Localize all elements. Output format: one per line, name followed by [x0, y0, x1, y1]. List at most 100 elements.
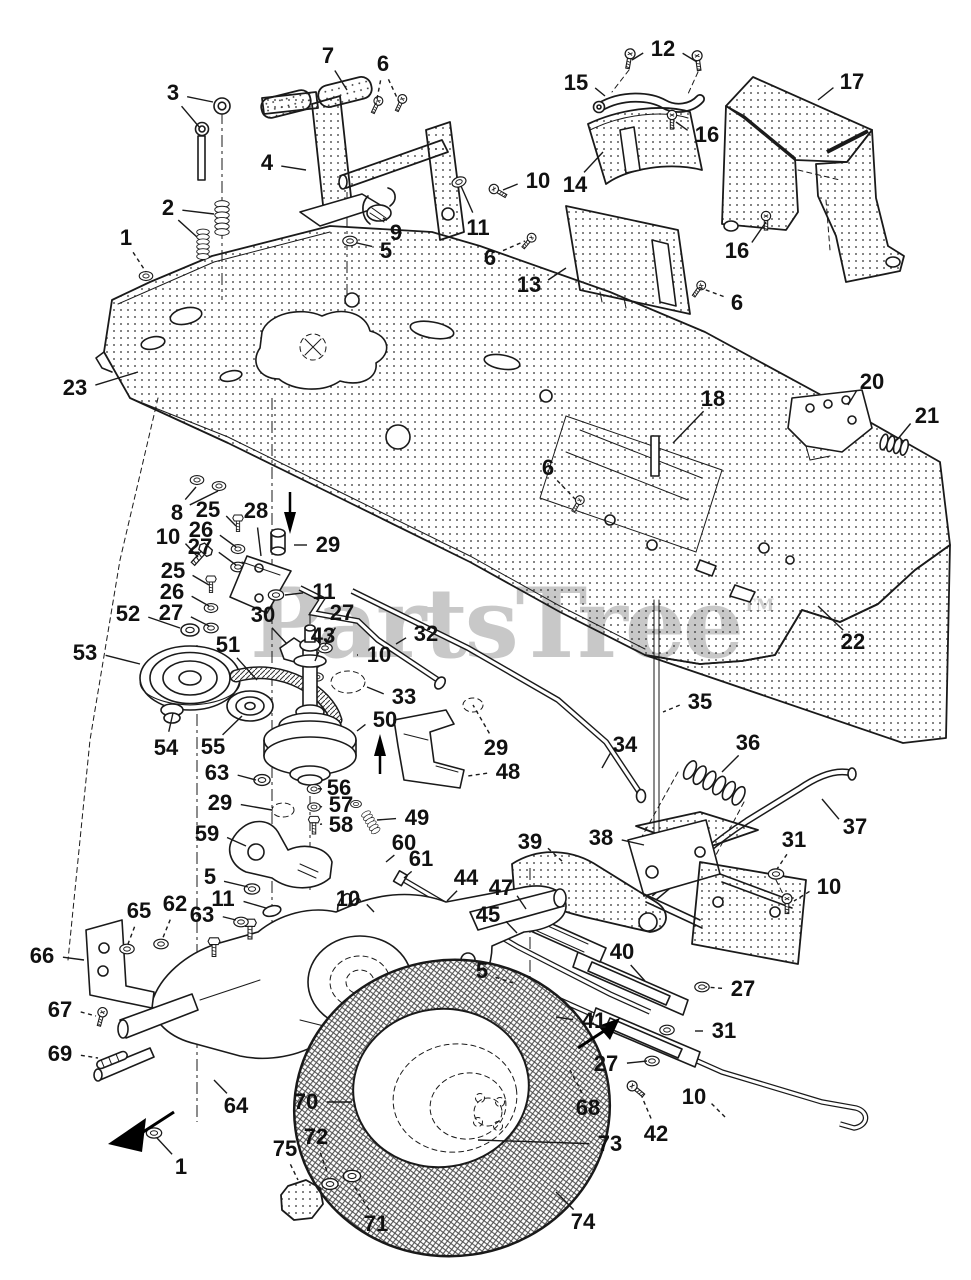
leader-line [356, 242, 373, 248]
callout-label-23: 23 [62, 375, 88, 400]
callout-label-31: 31 [711, 1018, 737, 1043]
leader-line [751, 221, 767, 243]
leader-line [516, 895, 527, 910]
engine-cover [721, 76, 905, 283]
leader-line [184, 486, 197, 501]
down-arrow [284, 512, 296, 534]
callout-label-11: 11 [466, 215, 490, 240]
leader-line [547, 267, 567, 281]
leader-line [631, 52, 644, 61]
callout-label-5: 5 [475, 958, 489, 983]
leader-line [382, 217, 388, 222]
leader-line [626, 1060, 648, 1064]
callout-label-13: 13 [516, 272, 542, 297]
leader-line [324, 627, 337, 646]
callout-label-65: 65 [126, 898, 152, 923]
callout-label-4: 4 [260, 150, 274, 175]
leader-line [776, 853, 788, 870]
callout-label-71: 71 [363, 1211, 389, 1236]
callout-label-27: 27 [593, 1051, 619, 1076]
up-arrow [374, 734, 386, 756]
leader-line [184, 543, 199, 558]
callout-label-28: 28 [243, 498, 269, 523]
callout-label-54: 54 [153, 735, 179, 760]
callout-label-68: 68 [575, 1095, 601, 1120]
belt-guide-bracket [350, 697, 484, 836]
pin [262, 904, 282, 918]
leader-line [621, 839, 645, 846]
callout-label-11: 11 [211, 886, 235, 911]
leader-line [711, 1103, 727, 1119]
roll-pin [96, 1050, 128, 1070]
callout-label-64: 64 [223, 1093, 249, 1118]
callout-label-33: 33 [391, 684, 417, 709]
leader-line [675, 121, 689, 131]
idler-arm [228, 820, 333, 889]
leader-line [721, 754, 740, 773]
lift-lever-assembly [505, 760, 807, 1100]
leader-line [583, 151, 604, 173]
callout-label-5: 5 [379, 238, 393, 263]
callout-label-12: 12 [650, 36, 676, 61]
leader-line [555, 1016, 574, 1021]
dash-panel-lower [519, 205, 708, 315]
leader-line [182, 209, 215, 215]
callout-label-42: 42 [643, 1121, 669, 1146]
callout-label-25: 25 [195, 497, 221, 522]
callout-label-5: 5 [203, 864, 217, 889]
callout-label-29: 29 [483, 735, 509, 760]
callout-label-29: 29 [207, 790, 233, 815]
callout-label-26: 26 [159, 579, 185, 604]
leader-line [477, 1139, 590, 1145]
callout-label-74: 74 [570, 1209, 596, 1234]
spring [682, 760, 746, 806]
callout-label-10: 10 [681, 1084, 707, 1109]
callout-label-49: 49 [404, 805, 430, 830]
callout-label-70: 70 [293, 1089, 319, 1114]
callout-label-35: 35 [687, 689, 713, 714]
callout-label-9: 9 [389, 220, 403, 245]
callout-label-36: 36 [735, 730, 761, 755]
callout-label-37: 37 [842, 814, 868, 839]
leader-line [223, 880, 249, 888]
leader-line [817, 605, 844, 631]
leader-line [395, 637, 407, 645]
callout-label-27: 27 [730, 976, 756, 1001]
callout-label-63: 63 [204, 760, 230, 785]
spring [879, 433, 910, 457]
callout-label-22: 22 [840, 629, 866, 654]
hub-cap [280, 1179, 324, 1221]
callout-label-51: 51 [215, 632, 241, 657]
callout-label-53: 53 [72, 640, 98, 665]
callout-label-31: 31 [781, 827, 807, 852]
callout-label-20: 20 [859, 369, 885, 394]
callout-label-57: 57 [328, 792, 354, 817]
leader-line [236, 657, 258, 681]
callout-label-14: 14 [562, 172, 588, 197]
leader-line [237, 774, 257, 781]
callout-label-21: 21 [914, 403, 940, 428]
leader-line [495, 976, 514, 984]
leader-line [190, 616, 210, 627]
leader-line [460, 185, 474, 213]
callout-label-27: 27 [187, 534, 213, 559]
leader-line [289, 1164, 299, 1181]
leader-line [555, 1191, 575, 1211]
leader-line [319, 1152, 329, 1175]
callout-label-40: 40 [609, 939, 635, 964]
callout-label-27: 27 [158, 600, 184, 625]
callout-label-32: 32 [413, 621, 439, 646]
callout-label-59: 59 [194, 821, 220, 846]
leader-line [446, 890, 458, 902]
leader-line [366, 686, 384, 695]
leader-line [213, 1079, 228, 1094]
callout-label-56: 56 [326, 775, 352, 800]
callout-label-55: 55 [200, 734, 226, 759]
leader-line [181, 105, 201, 129]
callout-label-75: 75 [272, 1136, 298, 1161]
callout-label-10: 10 [335, 886, 361, 911]
leader-line [284, 592, 304, 596]
leader-line [366, 903, 375, 913]
